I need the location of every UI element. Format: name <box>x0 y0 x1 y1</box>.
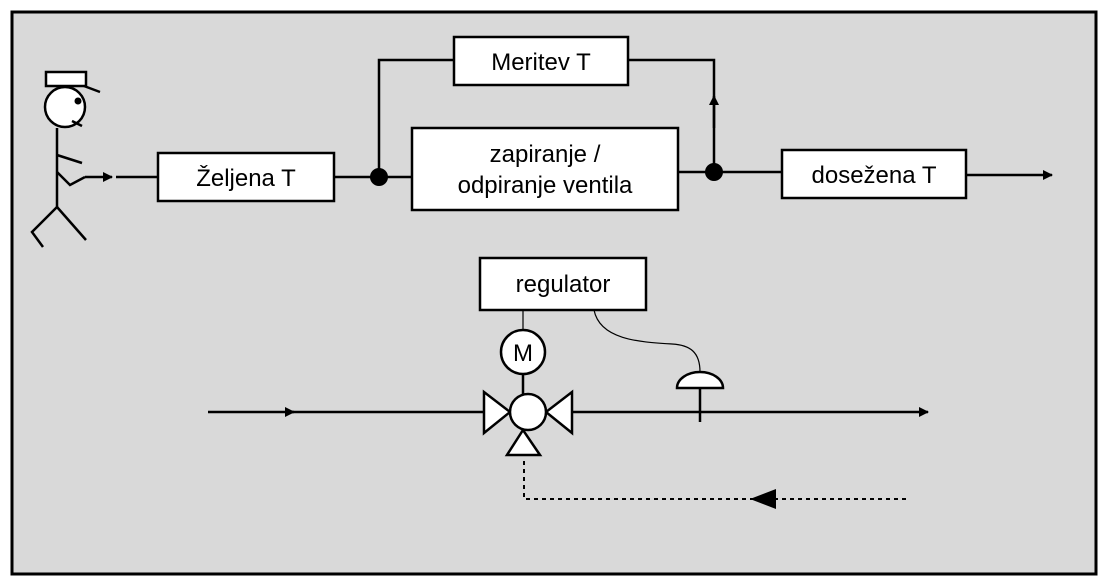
temperature-sensor-icon <box>675 370 725 422</box>
block-zapiranje-line1: zapiranje / <box>490 141 601 168</box>
line-meritev-down <box>628 58 716 176</box>
block-zeljena-t-label: Željena T <box>196 165 296 192</box>
block-regulator-label: regulator <box>516 271 611 298</box>
block-dosezena-t-label: dosežena T <box>812 162 937 189</box>
three-way-valve-icon <box>482 389 574 457</box>
block-meritev-t <box>452 35 630 87</box>
person-icon <box>30 70 101 248</box>
block-zapiranje <box>410 126 680 212</box>
block-zapiranje-line2: odpiranje ventila <box>458 172 633 199</box>
block-zeljena-t <box>156 151 336 203</box>
block-regulator <box>478 256 648 312</box>
block-meritev-t-label: Meritev T <box>491 49 591 76</box>
motor-label: M <box>513 340 533 367</box>
dashed-return-arrowhead <box>750 489 776 509</box>
junction-dot-right <box>705 163 723 181</box>
block-dosezena-t <box>780 148 968 200</box>
wire-regulator-sensor <box>593 309 701 373</box>
dashed-return-line <box>523 459 906 500</box>
line-junction-to-meritev <box>377 58 454 177</box>
